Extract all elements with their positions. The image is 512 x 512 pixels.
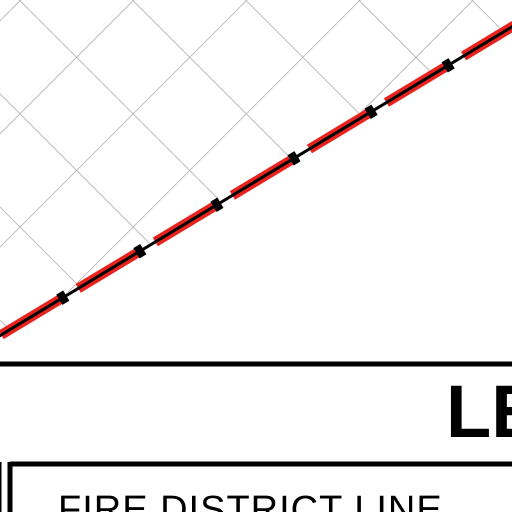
fire-district-boundary <box>0 19 512 343</box>
legend-item-fire-district-line: FIRE DISTRICT LINE <box>58 489 443 512</box>
legend-title: LE <box>446 370 512 453</box>
